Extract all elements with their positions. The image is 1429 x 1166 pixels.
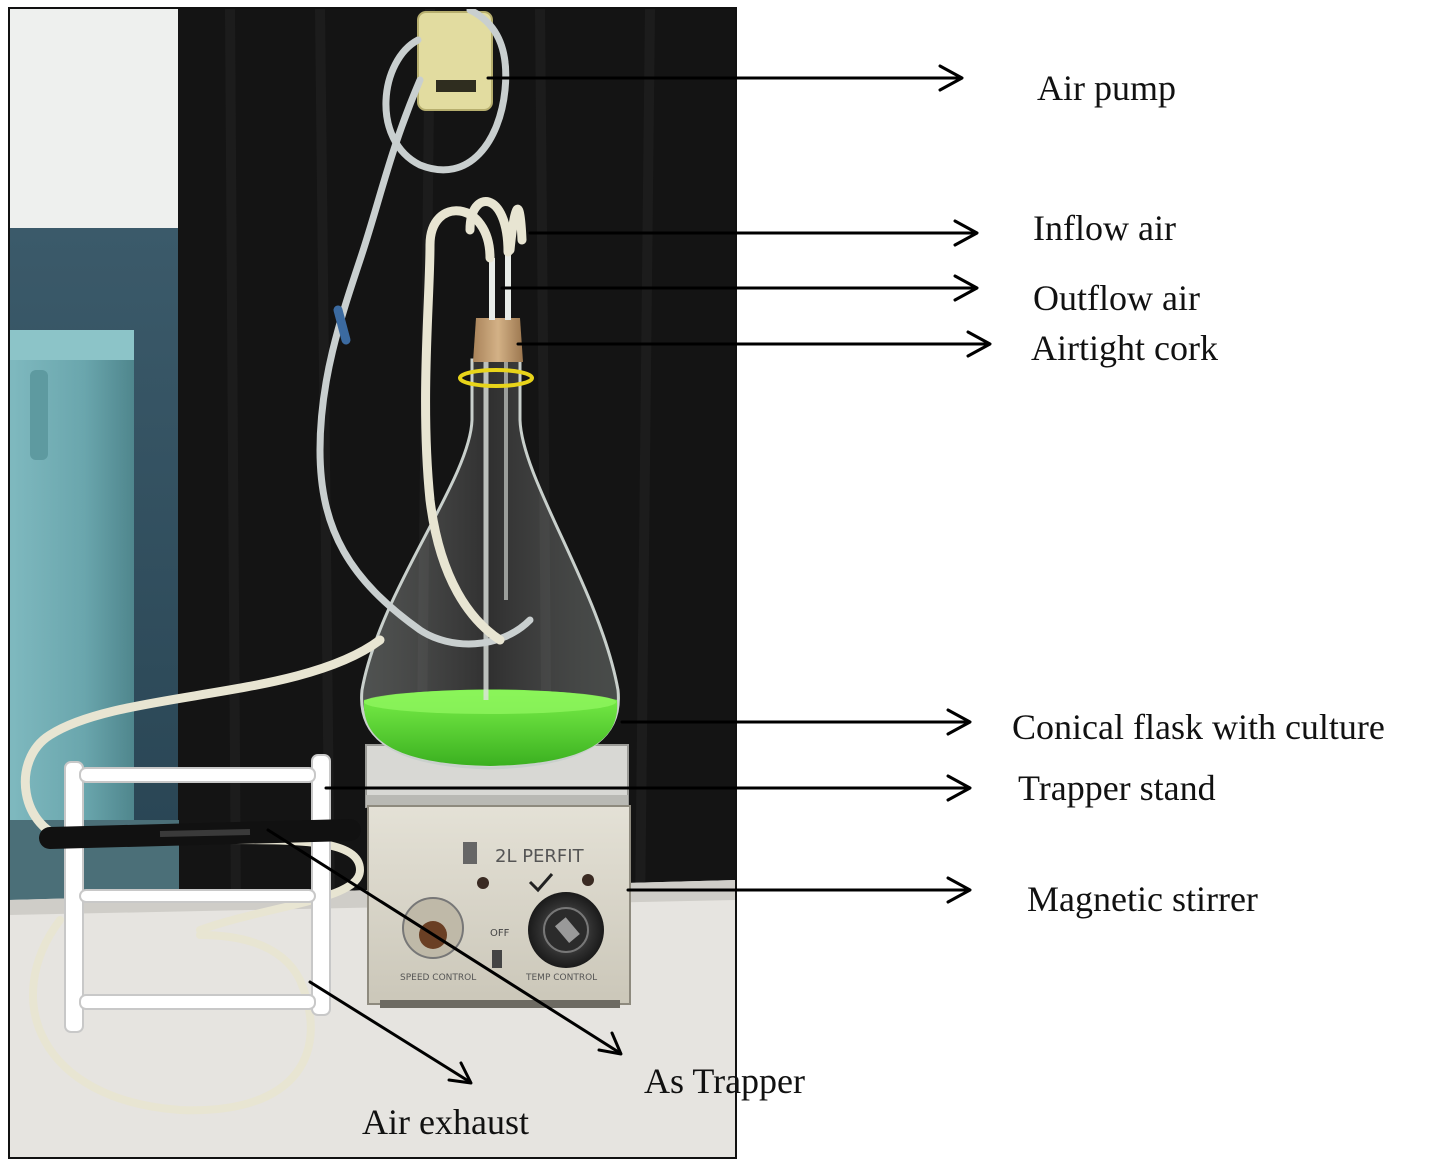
trapper-stand-shape — [64, 754, 331, 1033]
arrow-airtight-cork — [516, 330, 992, 358]
arrow-conical-flask — [620, 708, 972, 736]
tubing — [20, 8, 534, 1115]
label-inflow-air: Inflow air — [1033, 208, 1176, 248]
arrow-outflow-air — [500, 274, 979, 302]
label-airtight-cork: Airtight cork — [1031, 328, 1218, 368]
cork — [473, 318, 523, 362]
arrow-inflow-air — [528, 219, 979, 247]
arrow-magnetic-stirrer — [626, 876, 972, 904]
temp-control-text: TEMP CONTROL — [525, 973, 597, 983]
stirrer-brand-text: 2L PERFIT — [495, 846, 585, 867]
label-air-pump: Air pump — [1037, 68, 1176, 108]
label-magnetic-stirrer: Magnetic stirrer — [1027, 879, 1258, 919]
label-conical-flask: Conical flask with culture — [1012, 707, 1385, 747]
stirrer-switch-text: OFF — [490, 928, 510, 939]
arrow-air-exhaust — [308, 980, 473, 1085]
conical-flask — [360, 250, 620, 770]
air-pump — [417, 11, 493, 111]
label-outflow-air: Outflow air — [1033, 278, 1200, 318]
arrow-as-trapper — [266, 828, 623, 1056]
label-as-trapper: As Trapper — [644, 1061, 806, 1101]
window-light — [9, 8, 189, 228]
arrow-air-pump — [486, 64, 964, 92]
label-trapper-stand: Trapper stand — [1018, 768, 1216, 808]
arrow-trapper-stand — [324, 774, 972, 802]
label-air-exhaust: Air exhaust — [362, 1102, 529, 1142]
speed-control-text: SPEED CONTROL — [400, 973, 476, 983]
